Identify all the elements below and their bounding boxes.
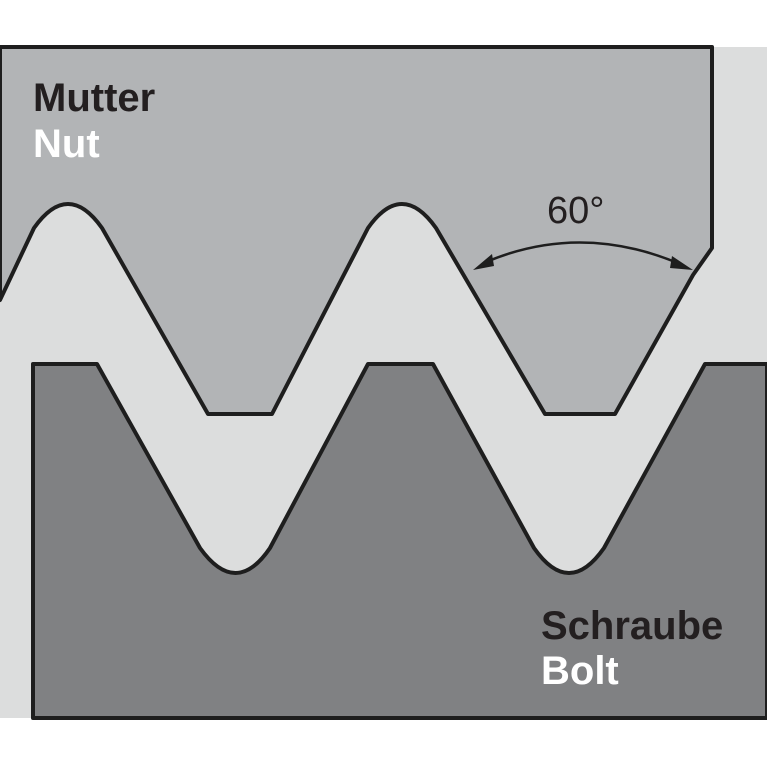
bolt-body: [31, 362, 767, 720]
bolt-label-de: Schraube: [541, 604, 723, 648]
arrowhead-left-icon: [473, 254, 494, 270]
nut-label-de: Mutter: [33, 76, 155, 120]
angle-arc: [485, 241, 681, 266]
angle-label: 60°: [547, 190, 604, 232]
nut-label-en: Nut: [33, 122, 100, 166]
angle-indicator: [473, 241, 693, 270]
nut-body: [0, 45, 714, 416]
arrowhead-right-icon: [670, 256, 693, 270]
bolt-label-en: Bolt: [541, 649, 619, 693]
